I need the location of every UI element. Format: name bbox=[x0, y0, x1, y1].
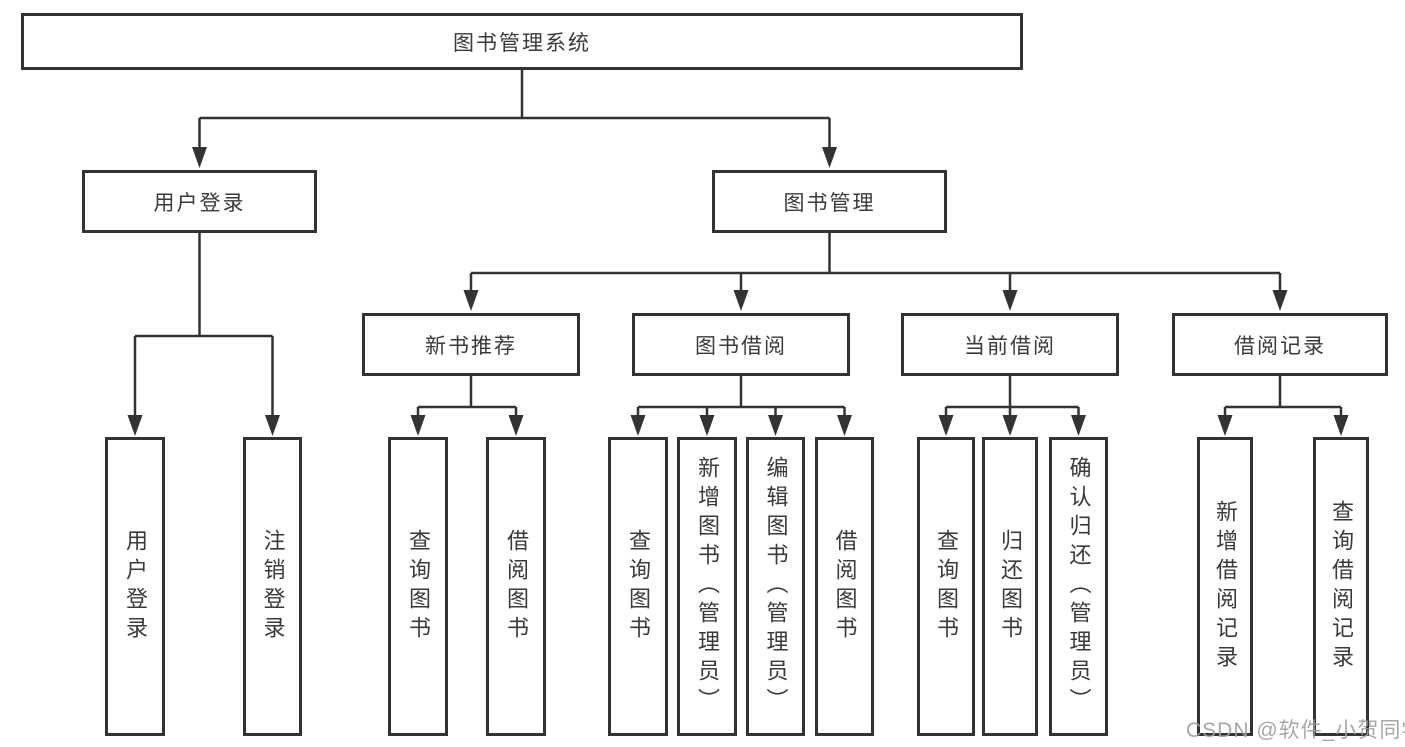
leaf-user-login: 用户登录 bbox=[105, 437, 165, 736]
connector-userlogin-to-leaves bbox=[133, 233, 274, 418]
leaf-user-login-label: 用户登录 bbox=[123, 528, 148, 645]
arrowhead-icon bbox=[837, 415, 852, 436]
leaf-query-books-2-label: 查询图书 bbox=[626, 528, 651, 645]
node-borrowing-records-label: 借阅记录 bbox=[1234, 334, 1326, 358]
node-new-book-recommend-label: 新书推荐 bbox=[425, 334, 517, 358]
arrowhead-icon bbox=[410, 415, 426, 436]
leaf-logout-label: 注销登录 bbox=[260, 528, 286, 645]
node-current-borrowing: 当前借阅 bbox=[901, 313, 1119, 376]
arrowheads bbox=[127, 147, 1349, 436]
leaf-query-books-1: 查询图书 bbox=[388, 437, 448, 736]
arrowhead-icon bbox=[768, 415, 783, 436]
node-current-borrowing-label: 当前借阅 bbox=[964, 334, 1056, 358]
node-root: 图书管理系统 bbox=[21, 13, 1023, 70]
arrowhead-icon bbox=[1002, 415, 1018, 436]
arrowhead-icon bbox=[699, 415, 715, 436]
leaf-add-borrow-record: 新增借阅记录 bbox=[1197, 437, 1253, 736]
leaf-query-books-3-label: 查询图书 bbox=[934, 528, 959, 645]
leaf-query-borrow-record-label: 查询借阅记录 bbox=[1329, 499, 1354, 674]
leaf-add-books-admin: 新增图书（管理员） bbox=[677, 437, 737, 736]
leaf-add-books-admin-label: 新增图书（管理员） bbox=[695, 456, 720, 717]
arrowhead-icon bbox=[733, 290, 749, 311]
leaf-confirm-return-admin: 确认归还（管理员） bbox=[1049, 437, 1108, 736]
leaf-logout: 注销登录 bbox=[243, 437, 302, 736]
connector-record-to-leaves bbox=[1223, 376, 1343, 418]
arrowhead-icon bbox=[508, 415, 524, 436]
connector-current-to-leaves bbox=[944, 376, 1080, 418]
leaf-borrow-books-2: 借阅图书 bbox=[815, 437, 874, 736]
node-book-management-label: 图书管理 bbox=[783, 191, 876, 215]
arrowhead-icon bbox=[822, 147, 837, 168]
leaf-add-borrow-record-label: 新增借阅记录 bbox=[1213, 499, 1238, 674]
node-user-login: 用户登录 bbox=[82, 170, 317, 233]
connector-borrow-to-leaves bbox=[636, 376, 846, 418]
leaf-borrow-books-1: 借阅图书 bbox=[486, 437, 546, 736]
arrowhead-icon bbox=[630, 415, 646, 436]
leaf-borrow-books-1-label: 借阅图书 bbox=[504, 528, 529, 645]
leaf-query-books-3: 查询图书 bbox=[917, 437, 975, 736]
arrowhead-icon bbox=[463, 290, 479, 311]
connector-lines bbox=[133, 70, 1343, 418]
arrowhead-icon bbox=[1217, 415, 1233, 436]
leaf-return-books: 归还图书 bbox=[982, 437, 1038, 736]
node-borrowing-records: 借阅记录 bbox=[1172, 313, 1388, 376]
node-book-borrowing: 图书借阅 bbox=[632, 313, 850, 376]
csdn-watermark: CSDN @软件_小贺同学 bbox=[1186, 719, 1405, 742]
leaf-query-books-2: 查询图书 bbox=[608, 437, 668, 736]
connector-root-to-level2 bbox=[198, 70, 831, 150]
leaf-edit-books-admin: 编辑图书（管理员） bbox=[746, 437, 805, 736]
arrowhead-icon bbox=[938, 415, 954, 436]
leaf-confirm-return-admin-label: 确认归还（管理员） bbox=[1066, 456, 1092, 717]
node-root-label: 图书管理系统 bbox=[453, 31, 591, 55]
leaf-query-borrow-record: 查询借阅记录 bbox=[1313, 437, 1369, 736]
node-book-management: 图书管理 bbox=[712, 170, 947, 233]
node-book-borrowing-label: 图书借阅 bbox=[695, 334, 787, 358]
arrowhead-icon bbox=[265, 415, 280, 436]
arrowhead-icon bbox=[127, 415, 143, 436]
connector-bookmgmt-to-level3 bbox=[469, 233, 1282, 293]
leaf-query-books-1-label: 查询图书 bbox=[406, 528, 431, 645]
leaf-edit-books-admin-label: 编辑图书（管理员） bbox=[763, 456, 789, 717]
node-user-login-label: 用户登录 bbox=[153, 191, 246, 215]
arrowhead-icon bbox=[1272, 290, 1288, 311]
arrowhead-icon bbox=[1071, 415, 1086, 436]
node-new-book-recommend: 新书推荐 bbox=[362, 313, 580, 376]
arrowhead-icon bbox=[1333, 415, 1349, 436]
leaf-borrow-books-2-label: 借阅图书 bbox=[832, 528, 858, 645]
arrowhead-icon bbox=[1002, 290, 1018, 311]
arrowhead-icon bbox=[192, 147, 207, 168]
leaf-return-books-label: 归还图书 bbox=[998, 528, 1023, 645]
connector-newbook-to-leaves bbox=[416, 376, 518, 418]
